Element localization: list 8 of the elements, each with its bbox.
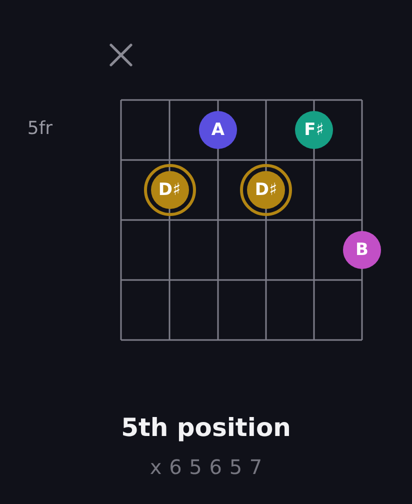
root-note-marker: D♯ bbox=[144, 164, 196, 216]
fingering-caption: x 6 5 6 5 7 bbox=[148, 455, 264, 479]
fret-number-label: 5fr bbox=[26, 118, 54, 140]
note-marker: A bbox=[199, 111, 237, 149]
note-marker: B bbox=[343, 231, 381, 269]
chord-title: 5th position bbox=[120, 413, 292, 442]
root-note-marker: D♯ bbox=[240, 164, 292, 216]
note-marker: F♯ bbox=[295, 111, 333, 149]
